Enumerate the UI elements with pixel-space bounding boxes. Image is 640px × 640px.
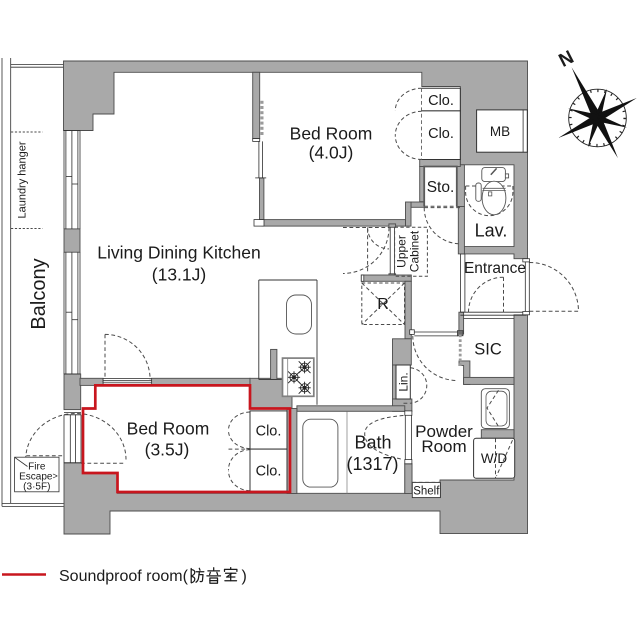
hall-door-arc-large (342, 227, 390, 274)
washbasin (480, 388, 510, 429)
closet-bedroom35-upper (249, 410, 288, 450)
windows (63, 130, 82, 464)
label-fire-arrow: > (53, 471, 58, 481)
entrance-inner-arc (468, 276, 504, 313)
label-sic: SIC (474, 341, 502, 359)
label-powder-1: Powder (415, 422, 473, 441)
legend-label-close: ) (242, 568, 247, 585)
room-labels: Living Dining Kitchen (13.1J) Bed Room (… (17, 93, 527, 498)
bath-door-swing (364, 415, 404, 460)
bedroom35-window-arc (25, 413, 127, 460)
wall-caps-and-openings (102, 109, 530, 465)
legend-label-latin: Soundproof room( (59, 568, 189, 585)
label-linen: Lin. (396, 372, 410, 391)
label-fire-1: Fire (28, 462, 46, 473)
kitchen (258, 279, 318, 405)
label-bath-name: Bath (354, 433, 391, 453)
label-powder-2: Room (421, 437, 466, 456)
bathtub (302, 418, 339, 488)
kanji-shitsu (223, 566, 238, 582)
kanji-bou (190, 567, 205, 584)
storage-box (423, 165, 458, 207)
label-bedroom4-size: (4.0J) (309, 143, 354, 163)
toilet-bowl (481, 180, 507, 216)
label-bedroom35-size: (3.5J) (145, 440, 190, 460)
bathroom (302, 411, 348, 494)
fire-escape-box (14, 456, 60, 493)
label-mb: MB (490, 124, 510, 139)
label-ldk-name: Living Dining Kitchen (97, 243, 260, 263)
label-upper-cabinet-2: Cabinet (407, 230, 421, 272)
wd-door-dashes (495, 438, 513, 478)
hall-door-arc-small (367, 227, 390, 250)
entrance-door-arc (529, 262, 579, 312)
kitchen-sink (286, 294, 312, 335)
label-upper-cabinet-1: Upper (394, 235, 408, 268)
label-bedroom35-name: Bed Room (127, 419, 210, 439)
basin-door-swing (486, 390, 499, 427)
wd-door-swing (496, 439, 513, 477)
toilet-side-panel (475, 182, 482, 202)
legend: Soundproof room( (2, 566, 247, 585)
toilet (475, 167, 510, 216)
label-entrance: Entrance (464, 260, 526, 277)
ldk-window-upper (63, 130, 81, 229)
label-ldk-size: (13.1J) (152, 265, 206, 285)
linen-box (395, 364, 411, 400)
linen-door-arc (410, 367, 428, 404)
legend-kanji-bouonshitsu (190, 566, 238, 584)
ldk-window-lower (63, 252, 81, 375)
closet-bedroom4-lower (421, 110, 461, 160)
upper-cabinet-box (394, 226, 428, 277)
compass-rose: N (556, 47, 637, 159)
label-shelf: Shelf (413, 486, 440, 498)
powder-door-arc (412, 335, 458, 381)
refrigerator-space (361, 282, 405, 325)
label-bedroom4-name: Bed Room (290, 124, 373, 144)
label-fire-3: (3·5F) (23, 482, 50, 493)
label-clo4-lower: Clo. (428, 126, 454, 142)
label-clo4-upper: Clo. (428, 93, 454, 109)
label-balcony: Balcony (28, 258, 50, 329)
label-bath-size: (1317) (346, 454, 398, 474)
bedroom35-door-arc (104, 333, 151, 380)
label-lav: Lav. (475, 221, 508, 241)
label-sto: Sto. (427, 179, 455, 196)
bedroom35-window (63, 412, 82, 464)
label-refrigerator: R (377, 296, 389, 313)
label-fire-2: Escape (19, 472, 53, 483)
burner-icons (287, 360, 311, 395)
label-clo35-lower: Clo. (256, 464, 282, 480)
lav-door-arc (423, 207, 461, 245)
balcony-outline (1, 58, 65, 507)
meter-box (476, 109, 528, 153)
label-wd: W/D (481, 451, 507, 466)
feature-boxes (14, 87, 516, 499)
soundproof-room-outline (81, 384, 292, 494)
compass-star (558, 67, 637, 159)
label-clo35-upper: Clo. (256, 424, 282, 440)
stove (281, 357, 315, 398)
washer-dryer-box (473, 437, 516, 479)
sliding-door-dots (260, 100, 462, 366)
label-laundry-hanger: Laundry hanger (17, 141, 29, 218)
lav-inner-arc (465, 191, 514, 217)
walls (63, 60, 528, 535)
clo4-upper-arc (394, 87, 422, 111)
kanji-on (206, 567, 222, 584)
